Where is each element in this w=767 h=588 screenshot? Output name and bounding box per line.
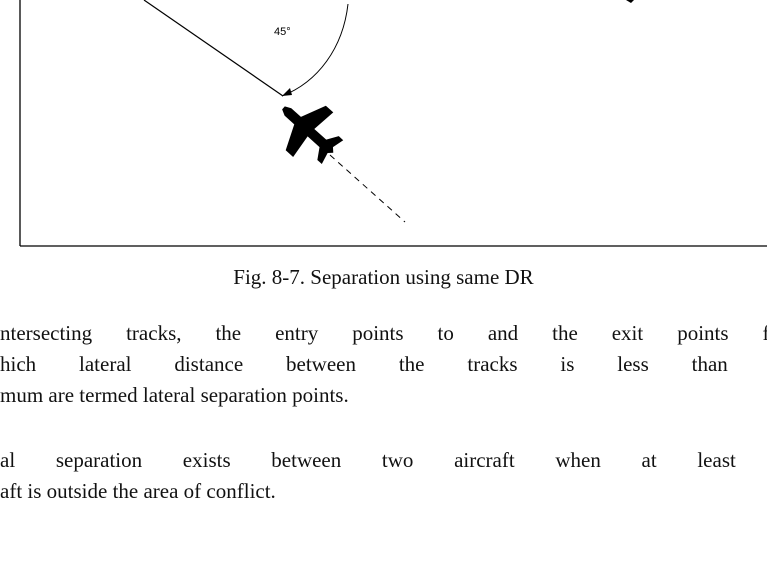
angle-label: 45° <box>274 26 291 38</box>
separation-figure: 45° <box>19 0 767 247</box>
paragraph-lateral-separation-points: ntersecting tracks, the entry points to … <box>0 318 767 411</box>
figure-caption: Fig. 8-7. Separation using same DR <box>233 265 534 289</box>
angle-arc <box>281 3 349 97</box>
angle-arc-arrowhead <box>282 88 292 96</box>
track-dashed-extension <box>329 154 406 223</box>
track-line <box>143 0 284 97</box>
paragraph-line: mum are termed lateral separation points… <box>0 383 349 407</box>
second-aircraft-icon <box>626 0 634 3</box>
paragraph-line: ntersecting tracks, the entry points to … <box>0 321 767 345</box>
paragraph-lateral-separation-exists: al separation exists between two aircraf… <box>0 445 767 507</box>
paragraph-line: hich lateral distance between the tracks… <box>0 352 767 376</box>
aircraft-icon <box>282 105 344 164</box>
paragraph-line: aft is outside the area of conflict. <box>0 479 276 503</box>
paragraph-line: al separation exists between two aircraf… <box>0 448 767 472</box>
